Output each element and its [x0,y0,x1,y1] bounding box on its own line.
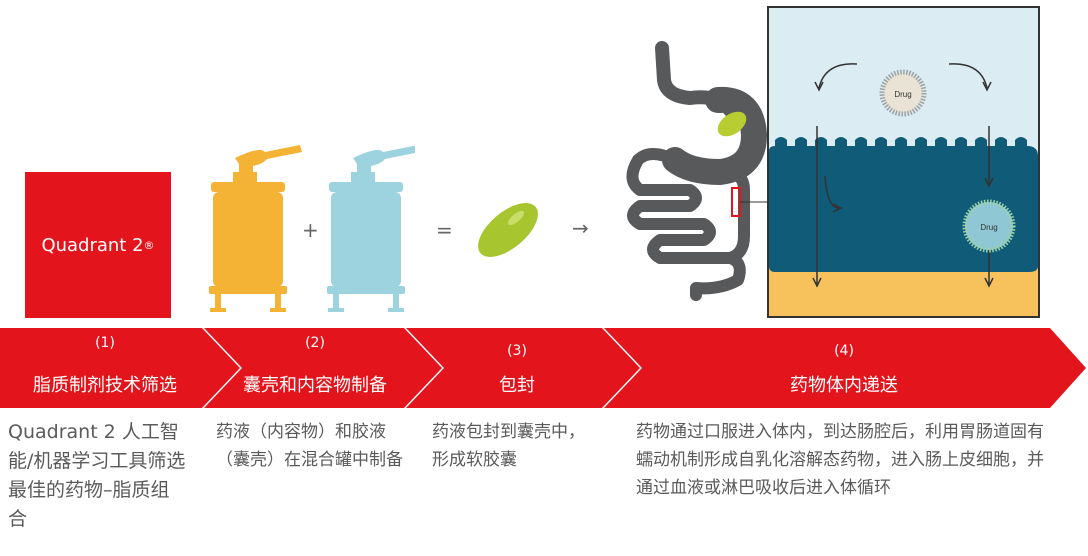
blue-tank-icon [327,145,415,312]
logo-text: Quadrant 2 [41,234,144,256]
stage-4-label: 药物体内递送 [790,375,898,396]
intestinal-absorption-diagram: Drug Drug [767,6,1040,318]
stage-2-description: 药液（内容物）和胶液（囊壳）在混合罐中制备 [216,422,403,470]
chevron-stage-3 [406,328,640,408]
chevron-stage-2 [204,328,442,408]
mixing-tanks-illustration [209,145,415,312]
stage-4-number: (4) [834,343,854,359]
stage-3-description: 药液包封到囊壳中，形成软胶囊 [432,422,585,470]
equals-sign: = [436,218,453,242]
stage-1-description: Quadrant 2 人工智能/机器学习工具筛选最佳的药物–脂质组合 [8,421,186,530]
flow-arrows [812,63,994,288]
drug-micelle-inner-icon: Drug [962,199,1016,253]
stage-4-description: 药物通过口服进入体内，到达肠腔后，利用胃肠道固有蠕动机制形成自乳化溶解态药物，进… [636,422,1044,498]
stage-3-number: (3) [507,343,527,359]
stage-1-label: 脂质制剂技术筛选 [33,375,177,396]
stage-2-number: (2) [305,335,325,351]
plus-sign: + [302,218,319,242]
softgel-capsule-icon [478,203,538,257]
stage-3-label: 包封 [499,375,535,396]
chevron-stage-4 [604,328,1086,408]
drug-micelle-outer-icon: Drug [879,69,927,117]
quadrant-logo-box: Quadrant 2® [25,172,171,318]
stage-2-label: 囊壳和内容物制备 [243,375,387,396]
process-arrow: → [572,216,589,240]
chevron-stage-1 [0,328,240,408]
registered-mark: ® [143,238,155,252]
digestive-tract-icon [626,41,770,301]
orange-tank-icon [209,145,302,312]
drug-label-outer: Drug [894,90,911,99]
process-chevron-bar [0,328,1086,408]
stage-1-number: (1) [95,335,115,351]
drug-label-inner: Drug [980,223,997,232]
